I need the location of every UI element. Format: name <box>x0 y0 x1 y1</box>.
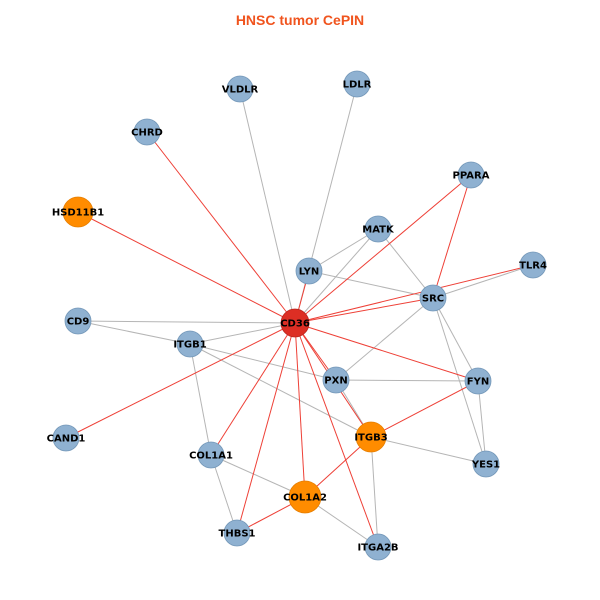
node-CAND1 <box>52 424 80 452</box>
edge-MATK-LYN <box>308 228 379 272</box>
edge-CD36-HSD11B1 <box>77 211 296 324</box>
node-CHRD <box>133 118 161 146</box>
edge-CD36-SRC <box>294 297 434 324</box>
edge-CD36-FYN <box>294 322 479 382</box>
node-CD9 <box>64 307 92 335</box>
node-PXN <box>322 366 350 394</box>
edge-MATK-SRC <box>377 228 434 299</box>
edge-ITGB1-PXN <box>189 343 337 381</box>
node-CD36 <box>280 308 310 338</box>
node-YES1 <box>472 450 500 478</box>
edge-ITGB1-CD36 <box>189 322 296 345</box>
edge-ITGB1-ITGB3 <box>189 343 372 438</box>
edge-PXN-FYN <box>335 379 479 382</box>
edge-SRC-PXN <box>335 297 434 381</box>
node-FYN <box>464 367 492 395</box>
edge-CD36-TLR4 <box>294 264 534 324</box>
edge-ITGB1-COL1A1 <box>189 343 212 456</box>
edge-SRC-FYN <box>432 297 479 382</box>
edge-FYN-YES1 <box>477 380 487 465</box>
node-COL1A1 <box>197 441 225 469</box>
edge-CD36-CAND1 <box>65 322 296 439</box>
edge-LYN-SRC <box>308 270 434 299</box>
edge-MATK-CD36 <box>294 228 379 324</box>
edge-PPARA-SRC <box>432 174 472 299</box>
node-PPARA <box>457 161 485 189</box>
edge-CD36-ITGA2B <box>294 322 379 548</box>
node-THBS1 <box>223 519 251 547</box>
chart-title: HNSC tumor CePIN <box>235 12 365 28</box>
edge-CD36-THBS1 <box>236 322 296 534</box>
node-MATK <box>364 215 392 243</box>
node-VLDLR <box>226 75 254 103</box>
node-TLR4 <box>519 251 547 279</box>
node-LDLR <box>343 70 371 98</box>
edge-CD9-ITGB1 <box>77 320 191 345</box>
node-ITGB3 <box>355 421 387 453</box>
node-LYN <box>295 257 323 285</box>
edge-COL1A1-THBS1 <box>210 454 238 534</box>
node-SRC <box>419 284 447 312</box>
edge-SRC-TLR4 <box>432 264 534 299</box>
edge-CD36-CHRD <box>146 131 296 324</box>
edge-ITGB3-FYN <box>370 380 479 438</box>
edge-COL1A1-COL1A2 <box>210 454 306 498</box>
node-ITGB1 <box>176 330 204 358</box>
edge-CD9-CD36 <box>77 320 296 324</box>
node-COL1A2 <box>288 480 322 514</box>
edge-CD36-COL1A2 <box>294 322 306 498</box>
edge-CD36-PPARA <box>294 174 472 324</box>
edge-VLDLR-CD36 <box>239 88 296 324</box>
node-HSD11B1 <box>62 196 94 228</box>
edge-ITGB3-ITGA2B <box>370 436 379 548</box>
edge-ITGB3-YES1 <box>370 436 487 465</box>
edge-CD36-COL1A1 <box>210 322 296 456</box>
node-ITGA2B <box>364 533 392 561</box>
